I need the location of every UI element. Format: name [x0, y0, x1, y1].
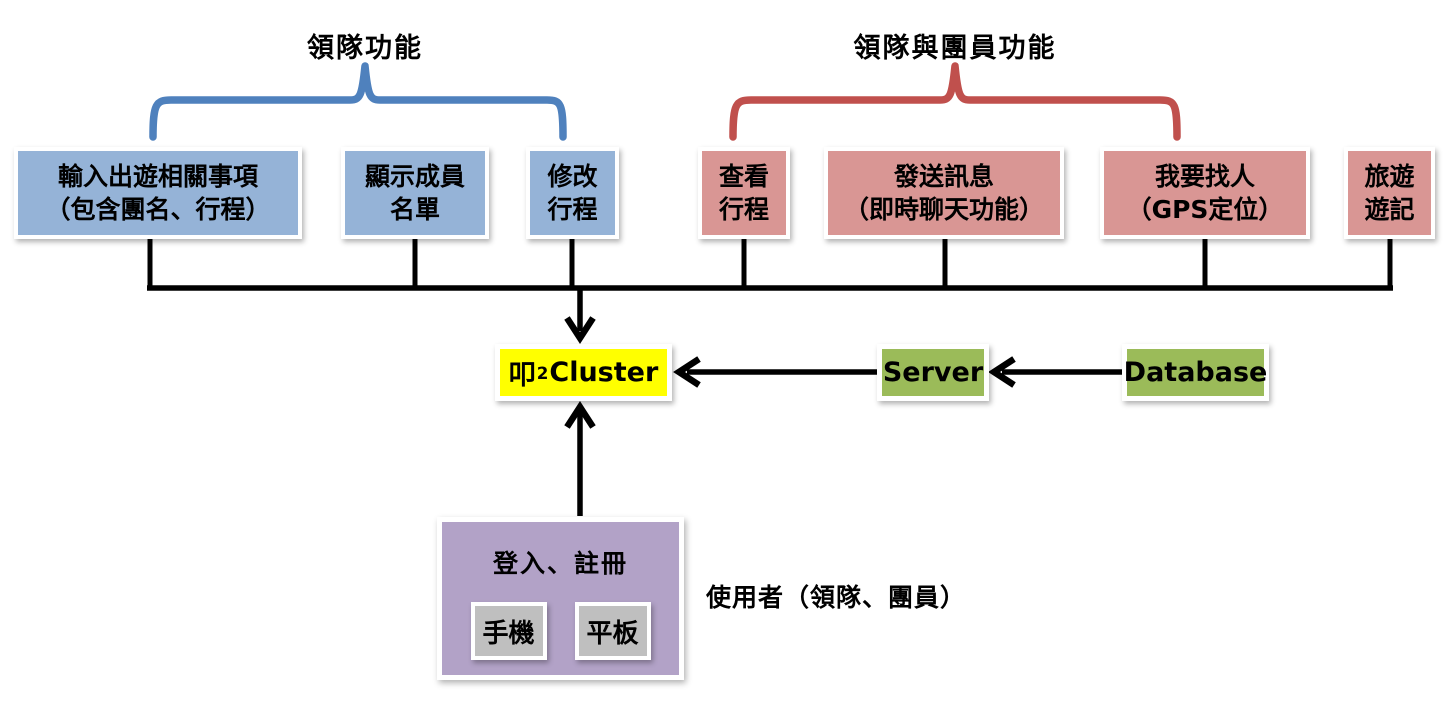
leader-functions-title: 領隊功能 — [307, 33, 423, 64]
function-box-line: 旅遊 — [1364, 162, 1415, 191]
function-box-line: 名單 — [389, 195, 440, 224]
function-box-line: 遊記 — [1364, 195, 1415, 224]
function-box-line: 輸入出遊相關事項 — [57, 162, 258, 191]
server-node: Server — [877, 344, 989, 401]
user-caption: 使用者（領隊、團員） — [706, 583, 967, 612]
tablet-box: 平板 — [574, 602, 651, 660]
phone-box: 手機 — [470, 602, 547, 660]
function-box-line: 我要找人 — [1154, 162, 1255, 191]
function-box-find-person: 我要找人 （GPS定位） — [1100, 147, 1310, 239]
bus-to-cluster-arrowhead — [564, 316, 596, 344]
device-row: 手機 平板 — [470, 602, 651, 660]
function-box-send-message: 發送訊息 （即時聊天功能） — [824, 147, 1064, 239]
function-box-line: 發送訊息 — [893, 162, 994, 191]
leader-member-functions-title: 領隊與團員功能 — [853, 33, 1057, 64]
function-box-travel-journal: 旅遊 遊記 — [1344, 147, 1435, 239]
function-box-line: 行程 — [547, 195, 598, 224]
function-box-line: （GPS定位） — [1126, 195, 1284, 224]
function-box-line: （即時聊天功能） — [843, 195, 1044, 224]
function-box-line: 修改 — [547, 162, 598, 191]
database-to-server-arrowhead — [988, 356, 1016, 388]
login-register-box: 登入、註冊 手機 平板 — [437, 517, 684, 680]
login-to-cluster-arrowhead — [564, 401, 596, 429]
function-box-show-member-list: 顯示成員 名單 — [341, 147, 489, 239]
function-box-modify-itinerary: 修改 行程 — [526, 147, 619, 239]
cluster-label-prefix: 叩 — [508, 360, 536, 391]
function-box-line: 行程 — [718, 195, 769, 224]
function-box-input-trip-info: 輸入出遊相關事項 （包含團名、行程） — [14, 147, 302, 239]
cluster-label-suffix: Cluster — [549, 357, 659, 388]
function-box-line: 查看 — [718, 162, 769, 191]
leader-member-brace — [729, 62, 1181, 141]
server-to-cluster-arrowhead — [673, 356, 701, 388]
leader-brace — [149, 62, 567, 141]
function-box-line: 顯示成員 — [364, 162, 465, 191]
function-box-view-itinerary: 查看 行程 — [698, 147, 790, 239]
login-register-title: 登入、註冊 — [492, 549, 628, 578]
database-node: Database — [1122, 344, 1269, 401]
function-box-line: （包含團名、行程） — [45, 195, 271, 224]
